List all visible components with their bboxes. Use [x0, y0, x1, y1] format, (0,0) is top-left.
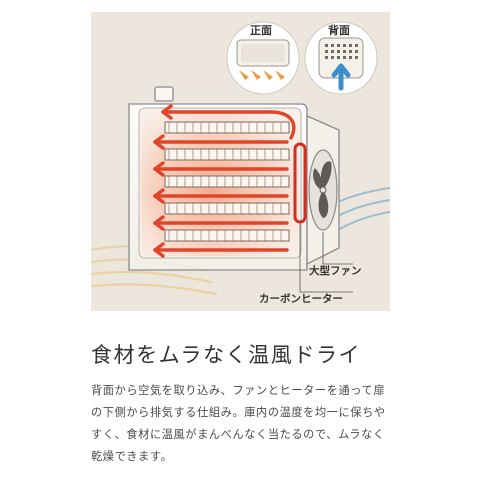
tray-2	[164, 148, 290, 161]
airflow-diagram: 正面 背面 大型ファン カーボンヒーター	[91, 12, 390, 311]
large-fan-icon	[308, 149, 338, 231]
section-heading: 食材をムラなく温風ドライ	[91, 343, 362, 367]
label-leaders	[299, 222, 353, 293]
back-view-badge	[304, 21, 378, 95]
drying-trays	[164, 121, 290, 242]
tray-5	[164, 229, 290, 242]
heat-flow-arrows	[153, 104, 296, 258]
front-view-badge	[226, 21, 300, 95]
heater-label: カーボンヒーター	[259, 292, 343, 305]
description-text: 背面から空気を取り込み、ファンとヒーターを通って扉の下側から排気する仕組み。庫内…	[91, 384, 386, 463]
tray-4	[164, 202, 290, 215]
intake-arrow-icon	[331, 63, 351, 91]
tray-1	[164, 121, 290, 134]
back-label: 背面	[328, 23, 350, 37]
arrow-top	[161, 110, 296, 140]
tray-3	[164, 175, 290, 188]
product-illustration: 正面 背面 大型ファン カーボンヒーター	[91, 12, 390, 311]
fan-label: 大型ファン	[309, 264, 362, 277]
front-label: 正面	[250, 24, 272, 37]
